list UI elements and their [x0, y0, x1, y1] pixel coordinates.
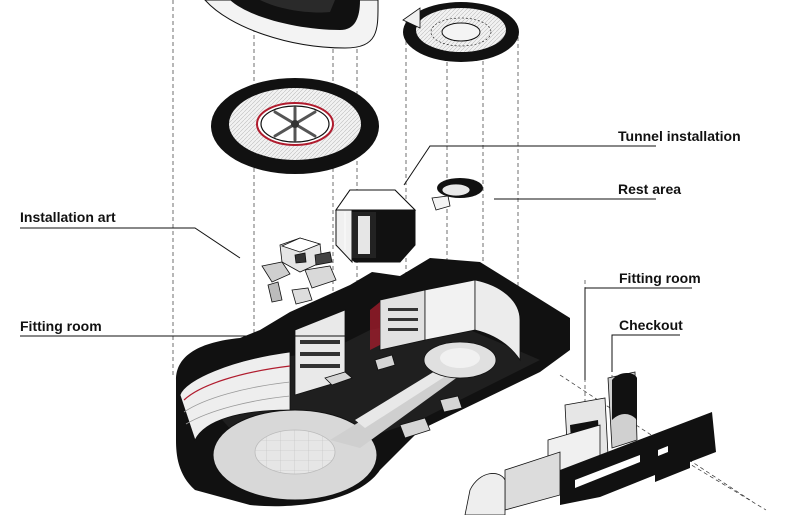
- top-ceiling-ring: [204, 0, 379, 49]
- label-fitting-room-left: Fitting room: [20, 318, 102, 334]
- exterior-wall-band: [560, 412, 716, 505]
- installation-art-object: [261, 237, 337, 305]
- label-tunnel-installation: Tunnel installation: [618, 128, 741, 144]
- label-installation-art: Installation art: [20, 209, 116, 225]
- rest-area-object: [431, 178, 483, 211]
- leader-lines: [20, 145, 692, 380]
- label-checkout: Checkout: [619, 317, 683, 333]
- tunnel-installation: [335, 189, 417, 264]
- rest-area-ceiling-ring: [402, 2, 519, 62]
- label-fitting-room-right: Fitting room: [619, 270, 701, 286]
- label-rest-area: Rest area: [618, 181, 682, 197]
- store-floor-plan: [176, 258, 570, 507]
- installation-ceiling-ring: [211, 78, 379, 174]
